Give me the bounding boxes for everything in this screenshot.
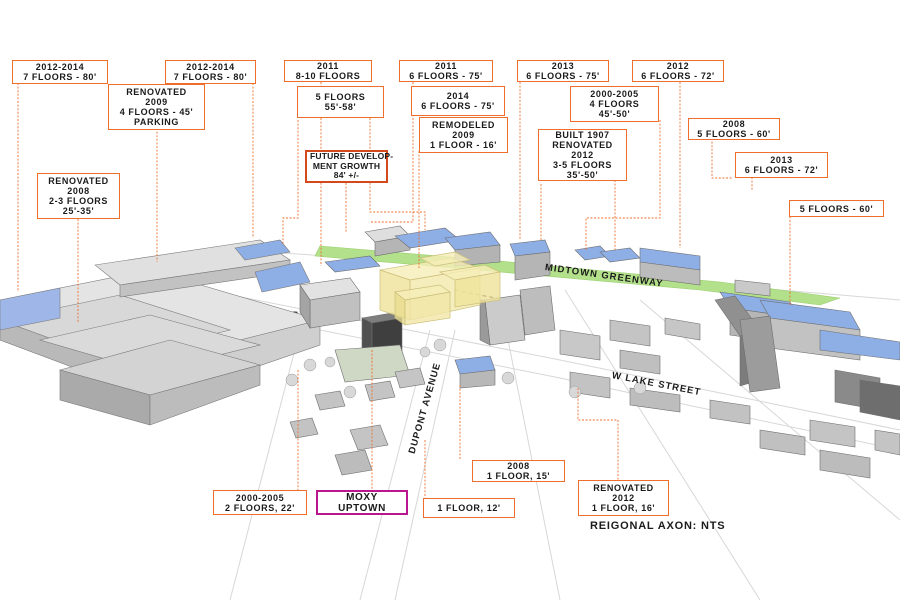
building-label-line: FUTURE DEVELOP- bbox=[310, 151, 394, 162]
building-label-line: 2 FLOORS, 22' bbox=[225, 502, 295, 513]
building-label-line: 2000-2005 bbox=[235, 492, 285, 503]
building-label-line: 2008 bbox=[507, 461, 530, 471]
building-label-line: RENOVATED bbox=[126, 87, 187, 97]
building-label-line: MENT GROWTH bbox=[312, 160, 381, 171]
building-label-line: 7 FLOORS - 80' bbox=[23, 72, 97, 82]
building-label: 1 FLOOR, 12' bbox=[423, 498, 515, 518]
building-label-line: 2012-2014 bbox=[35, 62, 85, 72]
building-label-line: REMODELED bbox=[432, 120, 495, 130]
building-label-line: 1 FLOOR, 15' bbox=[486, 471, 551, 481]
building-label-line: 5 FLOORS - 60' bbox=[697, 129, 771, 139]
building-label-line: 6 FLOORS - 72' bbox=[744, 165, 819, 175]
building-label-line: 25'-35' bbox=[62, 206, 95, 216]
building-label-line: RENOVATED bbox=[48, 176, 109, 186]
building-label-line: 4 FLOORS bbox=[589, 99, 640, 109]
building-label-line: 6 FLOORS - 72' bbox=[641, 71, 715, 81]
lower-buildings bbox=[289, 355, 496, 476]
building-label-line: 6 FLOORS - 75' bbox=[409, 71, 483, 81]
building-label-line: 8-10 FLOORS bbox=[295, 71, 361, 81]
building-label-line: 84' +/- bbox=[333, 170, 360, 181]
building-label-line: 2011 bbox=[435, 61, 457, 71]
building-label: 5 FLOORS - 60' bbox=[789, 200, 884, 217]
building-label-line: 1 FLOOR, 12' bbox=[437, 503, 501, 513]
building-label-line: 2012 bbox=[571, 150, 594, 160]
building-label-line: 2012-2014 bbox=[186, 62, 235, 72]
building-label-line: 55'-58' bbox=[324, 102, 357, 112]
building-label-line: 5 FLOORS - 60' bbox=[799, 203, 874, 214]
diagram-caption: REIGONAL AXON: NTS bbox=[590, 520, 726, 532]
building-label-line: RENOVATED bbox=[552, 140, 613, 150]
building-label-line: 2009 bbox=[452, 130, 475, 140]
building-label-line: 2014 bbox=[446, 91, 470, 101]
central-buildings bbox=[299, 225, 556, 383]
building-label-line: 3-5 FLOORS bbox=[552, 160, 612, 170]
street-trees bbox=[285, 338, 647, 399]
building-label-line: 2012 bbox=[612, 493, 635, 503]
future-development-massing bbox=[379, 251, 502, 326]
building-label-line: 7 FLOORS - 80' bbox=[173, 72, 248, 82]
building-label-line: 6 FLOORS - 75' bbox=[526, 71, 600, 81]
building-label-line: UPTOWN bbox=[338, 502, 386, 514]
building-label-line: 2008 bbox=[722, 119, 746, 129]
building-label-line: 2011 bbox=[317, 61, 339, 71]
right-buildings bbox=[559, 245, 900, 479]
building-label-line: 2012 bbox=[666, 61, 690, 71]
building-label-line: 4 FLOORS - 45' bbox=[119, 107, 194, 117]
building-label-line: 2013 bbox=[551, 61, 575, 71]
building-label-line: 35'-50' bbox=[566, 170, 599, 180]
building-label-line: 2008 bbox=[67, 186, 90, 196]
building-label-line: 2-3 FLOORS bbox=[48, 196, 108, 206]
building-label-line: 2009 bbox=[145, 97, 168, 107]
building-label-line: MOXY bbox=[346, 491, 378, 503]
building-label-line: BUILT 1907 bbox=[555, 130, 610, 140]
building-label-line: 2013 bbox=[770, 155, 793, 165]
building-label-line: 5 FLOORS bbox=[315, 92, 366, 102]
left-warehouse-block bbox=[0, 239, 322, 426]
building-label-line: 1 FLOOR - 16' bbox=[430, 140, 497, 150]
building-label-line: 2000-2005 bbox=[590, 89, 639, 99]
building-label-line: 6 FLOORS - 75' bbox=[421, 101, 495, 111]
building-label-line: RENOVATED bbox=[593, 483, 654, 493]
building-label-line: 1 FLOOR, 16' bbox=[591, 503, 656, 513]
building-label-line: 45'-50' bbox=[598, 109, 631, 119]
building-label-line: PARKING bbox=[133, 117, 180, 127]
